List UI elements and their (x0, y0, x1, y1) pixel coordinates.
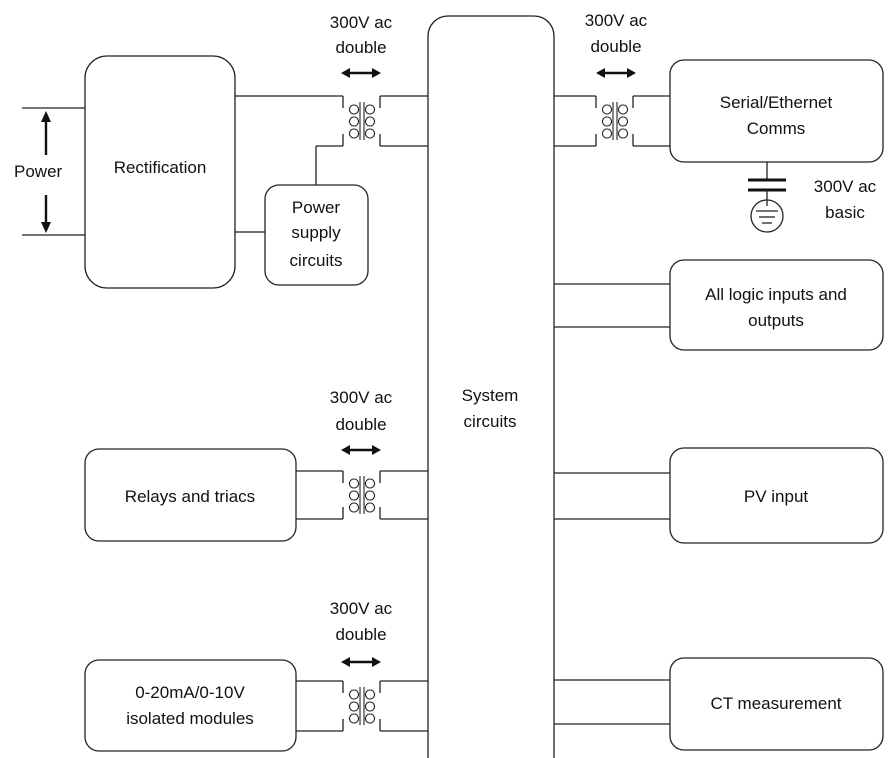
svg-text:System: System (462, 386, 519, 405)
rectification-label: Rectification (114, 158, 207, 177)
isolation-label: 300V ac double (330, 388, 393, 434)
svg-text:Power: Power (292, 198, 341, 217)
svg-text:300V ac: 300V ac (330, 599, 393, 618)
isolated-modules-block: 0-20mA/0-10V isolated modules (84, 659, 297, 752)
pv-input-block: PV input (669, 447, 884, 544)
svg-text:PV input: PV input (744, 487, 809, 506)
svg-text:300V ac: 300V ac (330, 388, 393, 407)
transformer-icon (348, 475, 376, 515)
rectification-block: Rectification (84, 55, 236, 289)
svg-text:double: double (335, 38, 386, 57)
svg-text:Comms: Comms (747, 119, 806, 138)
arrow-up-icon (41, 111, 51, 155)
svg-text:double: double (335, 415, 386, 434)
svg-text:double: double (590, 37, 641, 56)
isolation-label: 300V ac double (330, 13, 393, 57)
transformer-icon (348, 101, 376, 141)
relays-block: Relays and triacs (84, 448, 297, 542)
svg-text:double: double (335, 625, 386, 644)
transformer-icon (348, 686, 376, 726)
svg-text:Serial/Ethernet: Serial/Ethernet (720, 93, 833, 112)
double-arrow-icon (339, 655, 383, 669)
svg-text:isolated modules: isolated modules (126, 709, 254, 728)
system-circuits-block: System circuits (427, 15, 555, 758)
serial-ethernet-block: Serial/Ethernet Comms (669, 59, 884, 163)
power-label: Power (14, 162, 63, 181)
svg-text:All logic inputs and: All logic inputs and (705, 285, 847, 304)
svg-text:CT measurement: CT measurement (710, 694, 841, 713)
isolation-label: 300V ac double (585, 11, 648, 56)
ground-capacitor-icon (748, 162, 786, 233)
svg-text:0-20mA/0-10V: 0-20mA/0-10V (135, 683, 245, 702)
isolation-label: 300V ac double (330, 599, 393, 644)
double-arrow-icon (339, 66, 383, 80)
transformer-icon (601, 101, 629, 141)
double-arrow-icon (339, 443, 383, 457)
svg-text:circuits: circuits (464, 412, 517, 431)
svg-text:supply: supply (291, 223, 341, 242)
power-input: Power (14, 107, 85, 236)
ct-measurement-block: CT measurement (669, 657, 884, 751)
logic-io-block: All logic inputs and outputs (669, 259, 884, 351)
double-arrow-icon (594, 66, 638, 80)
svg-text:circuits: circuits (290, 251, 343, 270)
svg-text:basic: basic (825, 203, 865, 222)
svg-text:300V ac: 300V ac (330, 13, 393, 32)
basic-isolation-label: 300V ac basic (814, 177, 877, 222)
svg-text:300V ac: 300V ac (814, 177, 877, 196)
arrow-down-icon (41, 195, 51, 233)
svg-text:Relays and triacs: Relays and triacs (125, 487, 255, 506)
power-supply-block: Power supply circuits (264, 184, 369, 286)
svg-text:outputs: outputs (748, 311, 804, 330)
svg-text:300V ac: 300V ac (585, 11, 648, 30)
